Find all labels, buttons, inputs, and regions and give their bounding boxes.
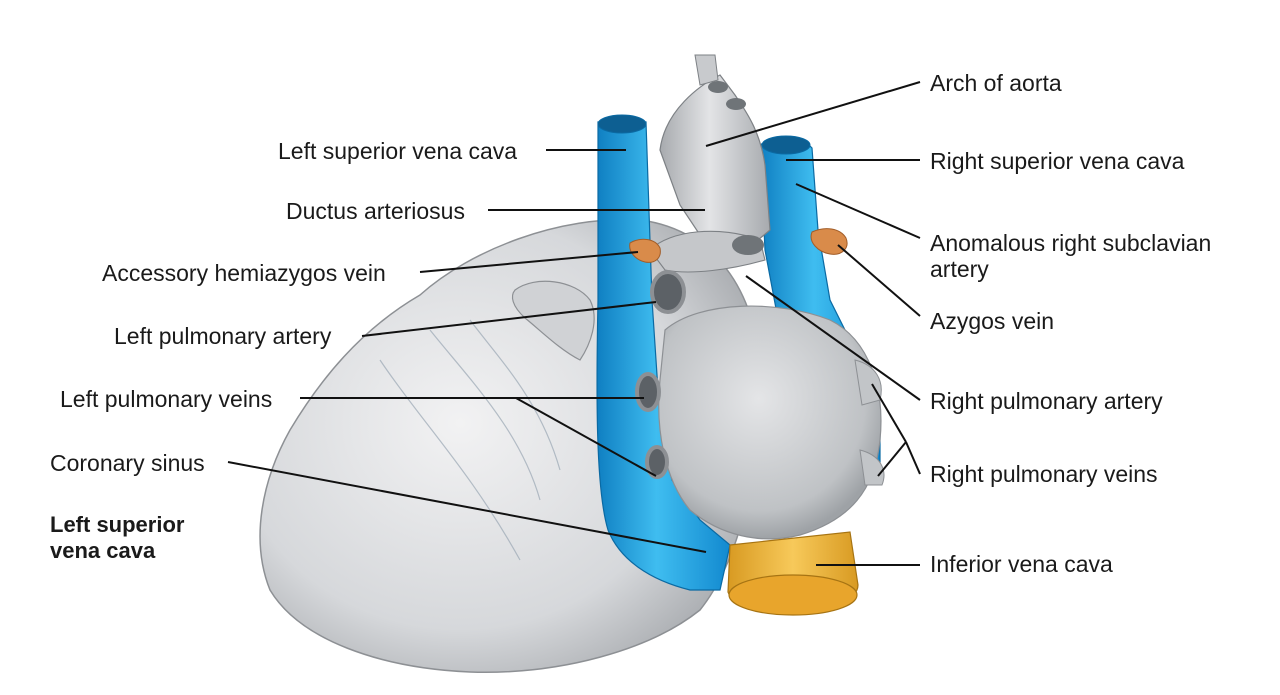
label-left-pulmonary-veins: Left pulmonary veins <box>60 386 273 412</box>
arch-branch-opening-2 <box>726 98 746 110</box>
label-ductus-arteriosus: Ductus arteriosus <box>286 198 465 224</box>
left-atrial-appendage-shape <box>511 280 595 361</box>
label-coronary-sinus: Coronary sinus <box>50 450 205 476</box>
left-svc-shape <box>596 121 731 591</box>
leader-lines <box>227 81 921 566</box>
right-svc-opening-shape <box>761 135 811 155</box>
pulmonary-trunk-opening <box>732 235 764 255</box>
label-anomalous-right-subclavian-artery-line1: Anomalous right subclavian <box>930 230 1212 256</box>
surface-vessel-lines <box>379 319 561 561</box>
figure-caption: Left superior vena cava <box>50 512 184 564</box>
ivc-opening-shape <box>728 574 858 616</box>
label-anomalous-right-subclavian-artery-line2: artery <box>930 256 989 282</box>
label-right-pulmonary-artery: Right pulmonary artery <box>930 388 1163 414</box>
left-atrium-shape <box>658 305 882 540</box>
label-right-superior-vena-cava: Right superior vena cava <box>930 148 1185 174</box>
caption-line-2: vena cava <box>50 538 156 563</box>
label-left-superior-vena-cava: Left superior vena cava <box>278 138 518 164</box>
label-accessory-hemiazygos-vein: Accessory hemiazygos vein <box>102 260 386 286</box>
label-inferior-vena-cava: Inferior vena cava <box>930 551 1113 577</box>
accessory-hemiazygos-shape <box>629 238 661 263</box>
left-svc-opening-shape <box>597 114 647 134</box>
left-pulmonary-artery-opening <box>650 270 686 314</box>
caption-line-1: Left superior <box>50 512 185 537</box>
label-arch-of-aorta: Arch of aorta <box>930 70 1062 96</box>
label-azygos-vein: Azygos vein <box>930 308 1055 334</box>
label-left-pulmonary-artery: Left pulmonary artery <box>114 323 332 349</box>
left-pulmonary-vein-opening-1 <box>635 372 661 412</box>
arch-branch-opening-1 <box>708 81 728 93</box>
right-subclavian-shape <box>694 54 719 86</box>
aortic-arch-shape <box>659 74 771 256</box>
label-right-pulmonary-veins: Right pulmonary veins <box>930 461 1158 487</box>
left-pulmonary-vein-opening-2 <box>645 445 669 479</box>
